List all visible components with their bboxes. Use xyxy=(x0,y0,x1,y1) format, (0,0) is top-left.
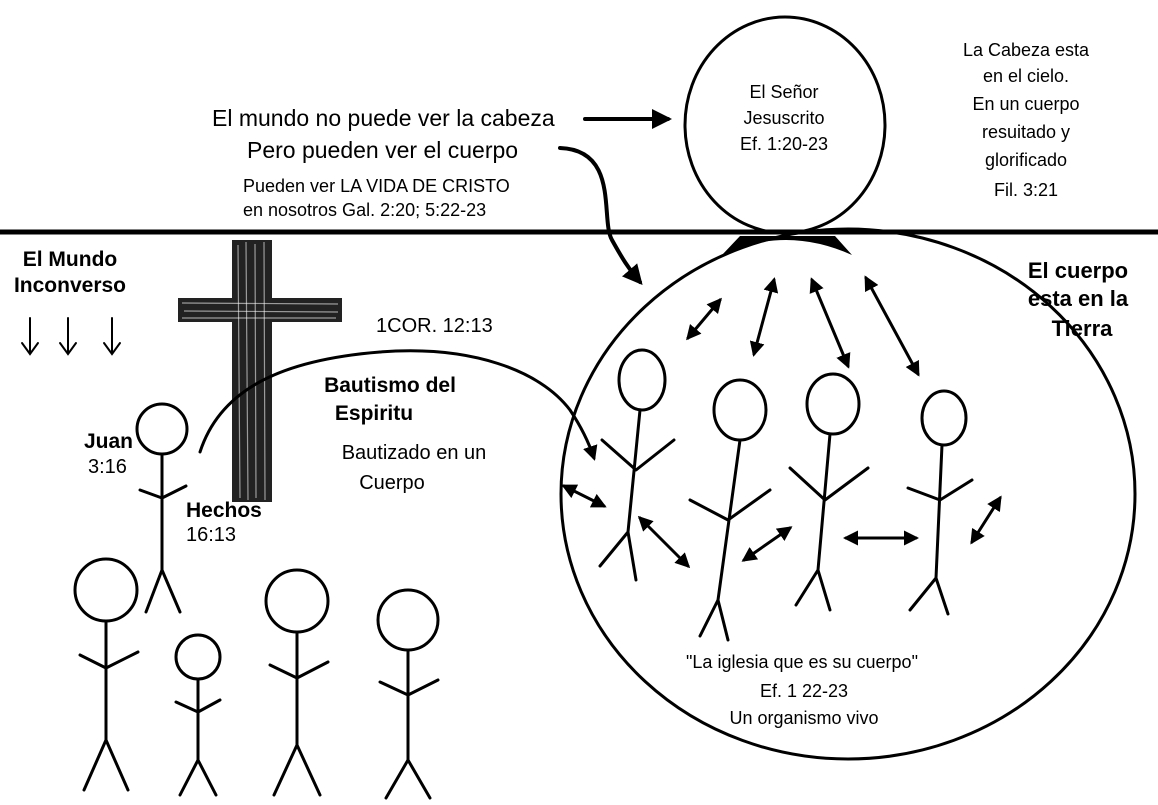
life-of-christ-text-1: Pueden ver LA VIDA DE CRISTO xyxy=(243,176,510,196)
body-circle xyxy=(559,227,1137,761)
stick-figure-believer-4 xyxy=(906,389,974,616)
spirit-baptism-title-2: Espiritu xyxy=(335,402,413,425)
head-label-name: Jesuscrito xyxy=(743,108,824,128)
stick-figure-unbeliever-3 xyxy=(174,633,222,797)
heaven-note-6: Fil. 3:21 xyxy=(994,180,1058,200)
john-ref-verse: 3:16 xyxy=(88,456,127,478)
body-earth-label-3: Tierra xyxy=(1052,316,1114,341)
head-circle xyxy=(683,15,887,235)
stick-figure-unbeliever-5 xyxy=(376,588,440,800)
can-see-body-text: Pero pueden ver el cuerpo xyxy=(247,137,518,163)
stick-figure-believer-3 xyxy=(788,372,870,612)
body-earth-label-2: esta en la xyxy=(1028,286,1129,311)
world-label-1: El Mundo xyxy=(23,248,117,271)
acts-ref-verse: 16:13 xyxy=(186,524,236,546)
neck-connector xyxy=(722,236,852,255)
stick-figure-unbeliever-1 xyxy=(135,402,189,614)
corinthians-ref: 1COR. 12:13 xyxy=(376,315,493,337)
church-quote-1: "La iglesia que es su cuerpo" xyxy=(686,652,918,672)
cross-icon xyxy=(178,240,342,502)
spirit-baptism-sub-2: Cuerpo xyxy=(359,472,425,494)
heaven-note-5: glorificado xyxy=(985,150,1067,170)
church-quote-2: Ef. 1 22-23 xyxy=(760,681,848,701)
stick-figure-believer-2 xyxy=(688,378,772,642)
life-of-christ-text-2: en nosotros Gal. 2:20; 5:22-23 xyxy=(243,200,486,220)
world-cannot-see-head-text: El mundo no puede ver la cabeza xyxy=(212,105,555,131)
stick-figure-believer-1 xyxy=(598,348,676,582)
world-label-2: Inconverso xyxy=(14,274,126,297)
john-ref-name: Juan xyxy=(84,430,133,453)
heaven-note-3: En un cuerpo xyxy=(972,94,1079,114)
head-label-ref: Ef. 1:20-23 xyxy=(740,134,828,154)
heaven-note-2: en el cielo. xyxy=(983,66,1069,86)
acts-ref-name: Hechos xyxy=(186,499,262,522)
arrow-to-body xyxy=(558,146,643,286)
baptism-arc xyxy=(198,349,598,461)
down-arrows xyxy=(21,317,121,356)
stick-figure-unbeliever-4 xyxy=(264,568,330,797)
head-label-lord: El Señor xyxy=(749,82,818,102)
church-quote-3: Un organismo vivo xyxy=(729,708,878,728)
heaven-note-1: La Cabeza esta xyxy=(963,40,1090,60)
body-earth-label-1: El cuerpo xyxy=(1028,258,1128,283)
heaven-note-4: resuitado y xyxy=(982,122,1070,142)
spirit-baptism-title-1: Bautismo del xyxy=(324,374,456,397)
stick-figure-unbeliever-2 xyxy=(73,557,140,792)
spirit-baptism-sub-1: Bautizado en un xyxy=(342,442,487,464)
relationship-arrows xyxy=(561,275,1002,569)
